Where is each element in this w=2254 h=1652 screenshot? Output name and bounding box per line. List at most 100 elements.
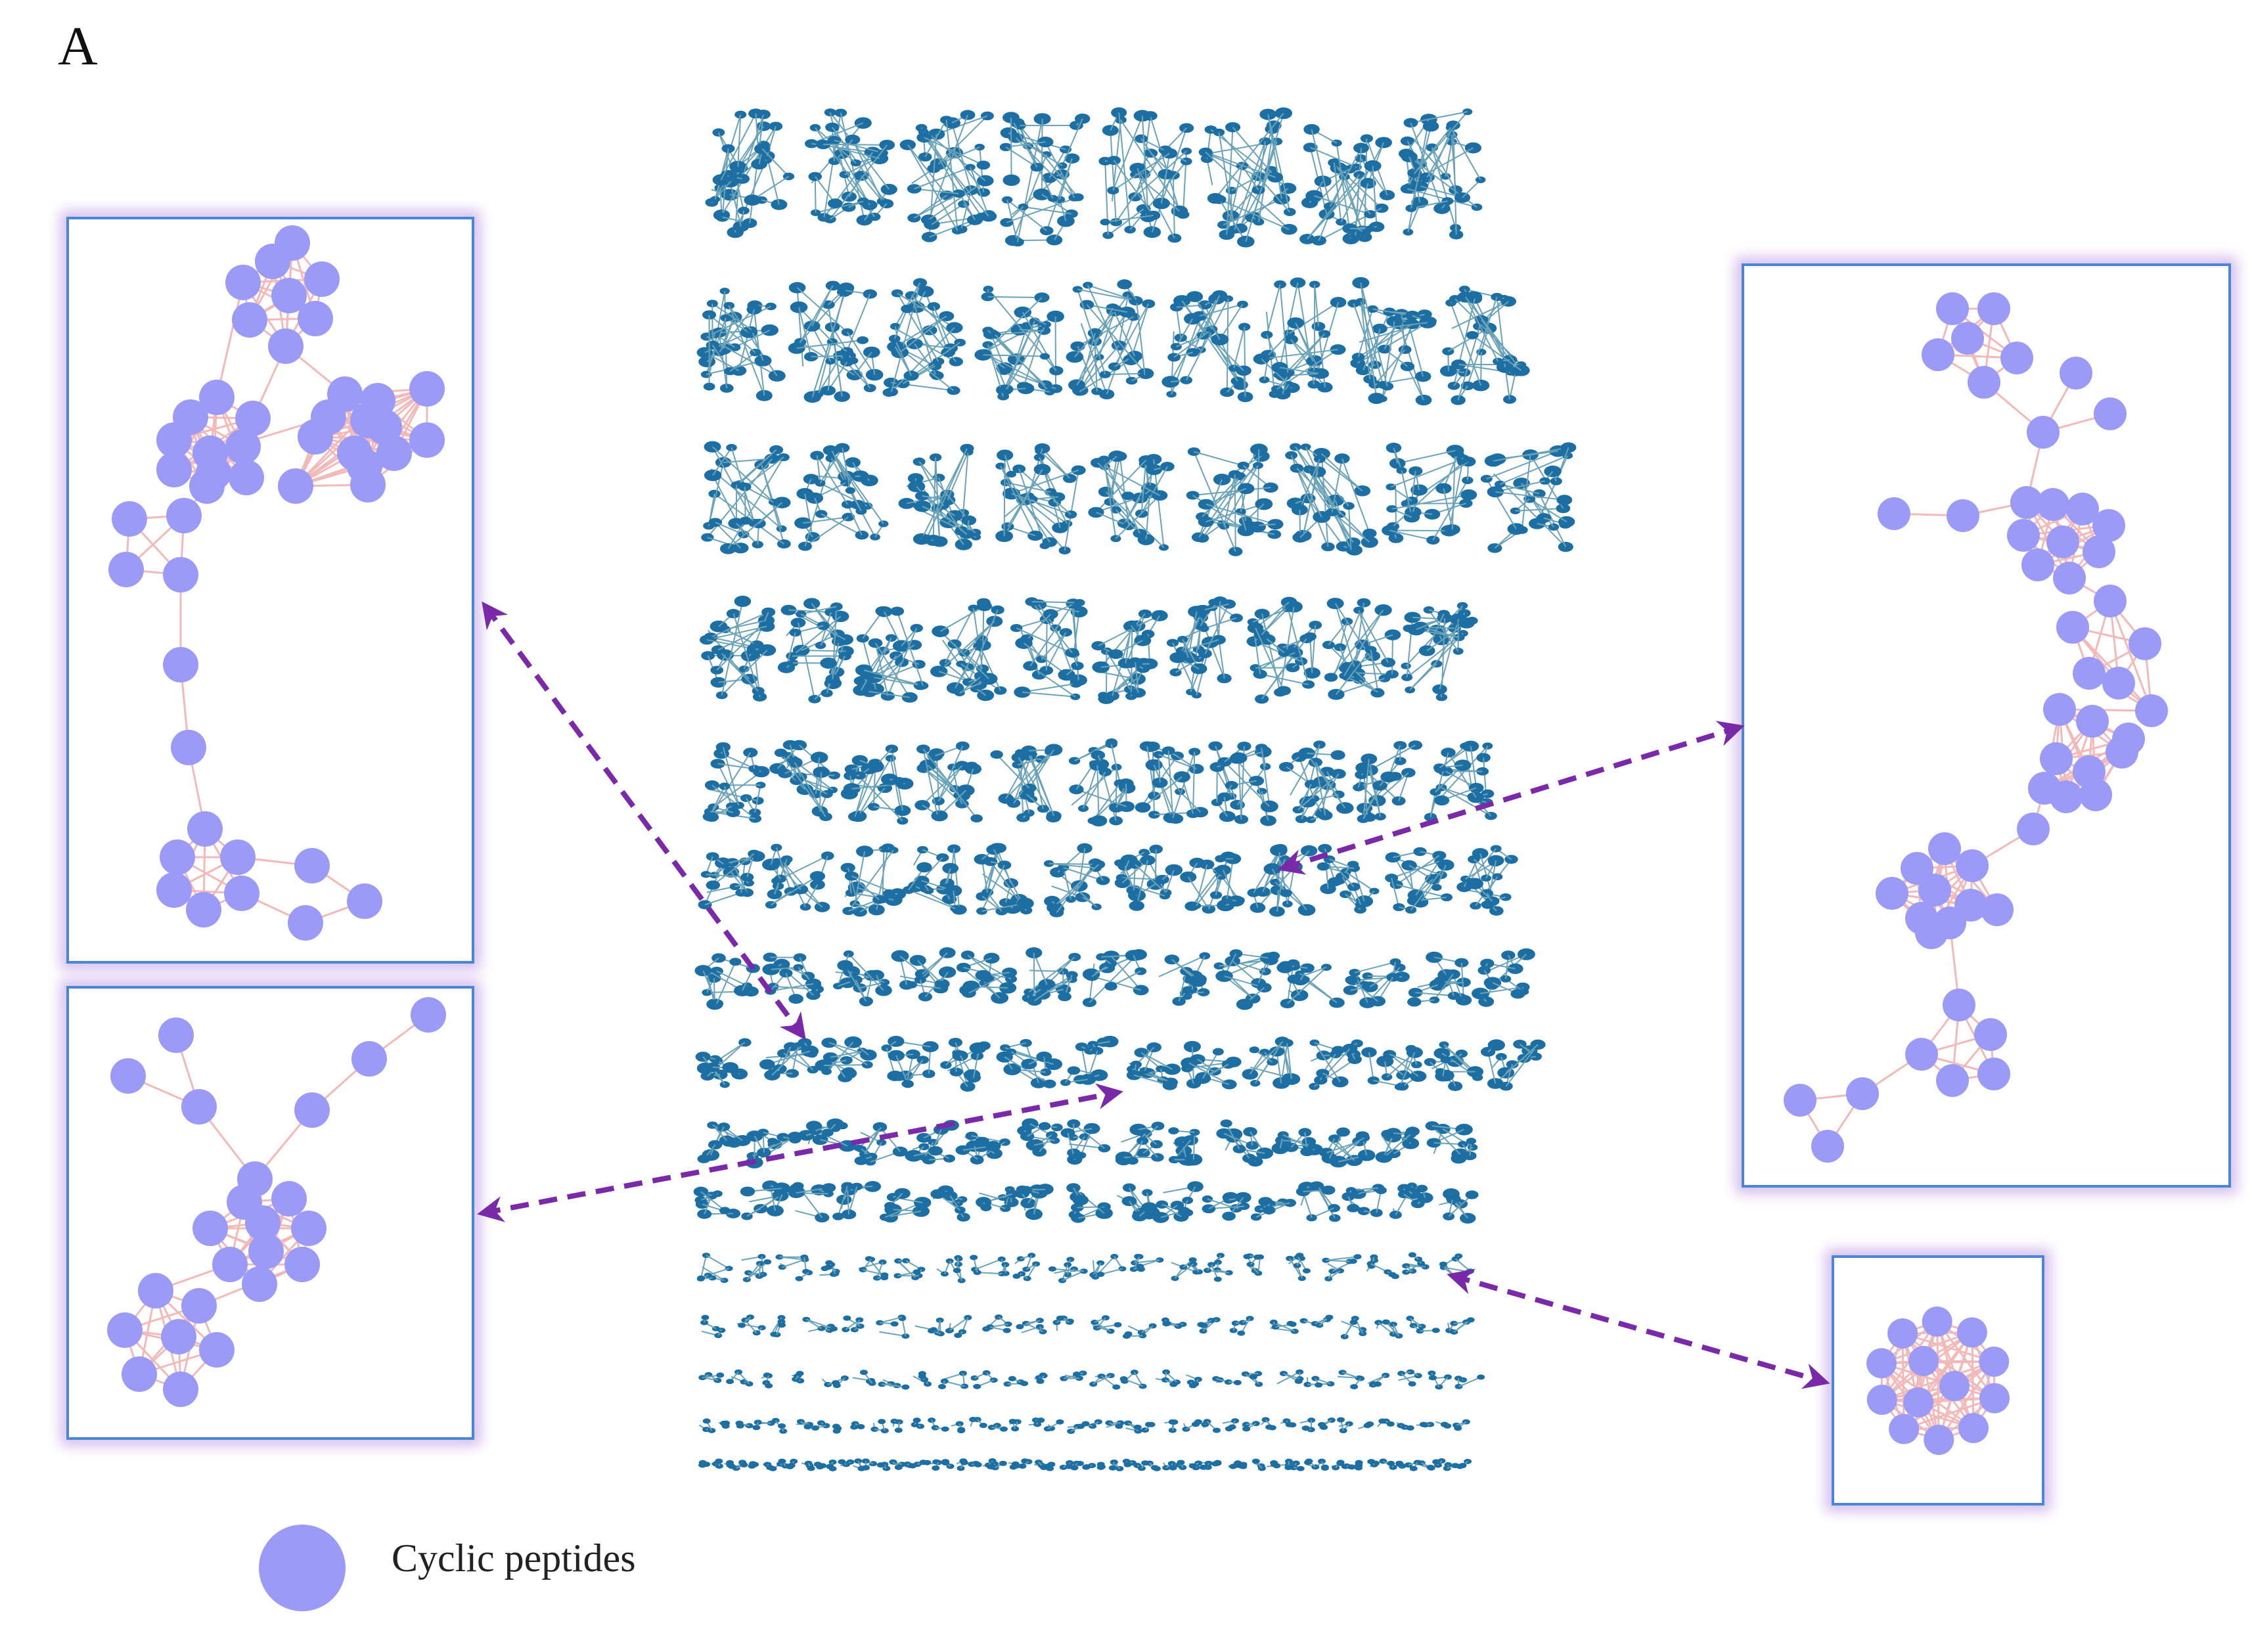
- overview-edge: [1355, 175, 1361, 236]
- overview-node: [1357, 815, 1370, 823]
- overview-node: [702, 989, 712, 996]
- overview-edge: [1192, 751, 1196, 814]
- overview-edge: [1259, 673, 1309, 686]
- overview-node: [934, 980, 945, 988]
- overview-edge: [977, 1272, 1003, 1275]
- overview-edge: [1462, 179, 1481, 198]
- overview-edge: [847, 849, 894, 912]
- overview-node: [1465, 1190, 1479, 1199]
- overview-node: [1003, 1328, 1011, 1333]
- overview-node: [1368, 393, 1385, 404]
- overview-node: [1048, 1266, 1056, 1272]
- overview-edge: [1202, 1051, 1219, 1079]
- overview-node: [1443, 1212, 1455, 1220]
- overview-edge: [715, 522, 742, 548]
- overview-edge: [926, 448, 968, 539]
- overview-edge: [1028, 956, 1075, 993]
- overview-edge: [1431, 1125, 1461, 1155]
- overview-edge: [1041, 448, 1071, 479]
- overview-edge: [1178, 971, 1187, 1002]
- overview-edge: [1077, 316, 1134, 347]
- overview-edge: [736, 449, 777, 486]
- overview-node: [928, 1146, 943, 1156]
- overview-edge: [1496, 296, 1506, 368]
- overview-node: [1253, 1254, 1262, 1260]
- overview-node: [1466, 1138, 1477, 1145]
- overview-edge: [1219, 199, 1247, 242]
- overview-edge: [1048, 148, 1066, 179]
- overview-edge: [1181, 776, 1194, 814]
- overview-node: [790, 301, 808, 313]
- overview-node: [702, 1418, 711, 1424]
- overview-node: [774, 748, 788, 757]
- overview-edge: [1205, 151, 1290, 230]
- overview-edge: [1141, 116, 1149, 217]
- overview-edge: [1076, 311, 1128, 386]
- overview-node: [894, 1427, 903, 1433]
- overview-node: [1141, 1202, 1158, 1213]
- overview-node: [726, 443, 737, 451]
- overview-edge: [700, 1255, 707, 1280]
- overview-node: [837, 634, 854, 645]
- overview-edge: [897, 292, 955, 328]
- overview-edge: [968, 610, 999, 682]
- overview-node: [857, 336, 869, 344]
- overview-edge: [899, 315, 947, 353]
- overview-node: [1491, 292, 1503, 301]
- overview-node: [857, 1424, 865, 1430]
- overview-node: [1067, 1066, 1081, 1075]
- overview-edge: [800, 292, 845, 343]
- overview-edge: [1286, 1042, 1292, 1079]
- overview-node: [1468, 792, 1485, 803]
- overview-node: [1324, 673, 1338, 682]
- overview-edge: [848, 953, 884, 991]
- overview-node: [1364, 646, 1377, 654]
- overview-node: [1112, 1384, 1121, 1390]
- overview-node: [1280, 889, 1292, 897]
- overview-edge: [1255, 602, 1290, 629]
- overview-edge: [897, 1260, 916, 1278]
- overview-edge: [1206, 158, 1213, 186]
- overview-node: [838, 470, 855, 483]
- overview-node: [976, 160, 991, 170]
- overview-node: [870, 533, 880, 541]
- overview-edge: [1336, 649, 1372, 695]
- overview-edge: [1018, 468, 1071, 516]
- overview-node: [832, 1213, 844, 1220]
- overview-edge: [1311, 129, 1331, 207]
- overview-edge: [918, 461, 970, 521]
- overview-edge: [1480, 328, 1489, 353]
- overview-edge: [1348, 506, 1352, 550]
- overview-edge: [938, 621, 995, 672]
- overview-edge: [752, 175, 790, 201]
- overview-node: [994, 686, 1007, 695]
- overview-edge: [922, 749, 938, 815]
- overview-edge: [895, 315, 947, 347]
- overview-node: [1330, 750, 1345, 760]
- overview-edge: [1135, 662, 1140, 693]
- overview-node: [914, 975, 926, 984]
- overview-edge: [1087, 284, 1137, 301]
- overview-node: [1188, 975, 1207, 987]
- overview-edge: [1448, 1194, 1473, 1217]
- overview-edge: [814, 176, 817, 213]
- overview-node: [1485, 811, 1497, 820]
- overview-node: [1186, 291, 1204, 302]
- overview-edge: [1110, 744, 1121, 784]
- overview-node: [1364, 225, 1375, 233]
- overview-node: [1230, 752, 1248, 764]
- overview-node: [1350, 1384, 1359, 1390]
- overview-edge: [708, 314, 756, 353]
- overview-node: [1328, 1134, 1341, 1143]
- overview-node: [1477, 1374, 1485, 1380]
- overview-edge: [1396, 883, 1447, 899]
- overview-node: [821, 1068, 832, 1075]
- overview-node: [1276, 686, 1291, 696]
- overview-edge: [933, 306, 951, 349]
- overview-node: [878, 520, 889, 527]
- overview-edge: [1317, 471, 1349, 506]
- overview-node: [999, 384, 1014, 394]
- overview-edge: [1232, 127, 1276, 178]
- overview-node: [1408, 1381, 1416, 1387]
- overview-node: [734, 173, 750, 184]
